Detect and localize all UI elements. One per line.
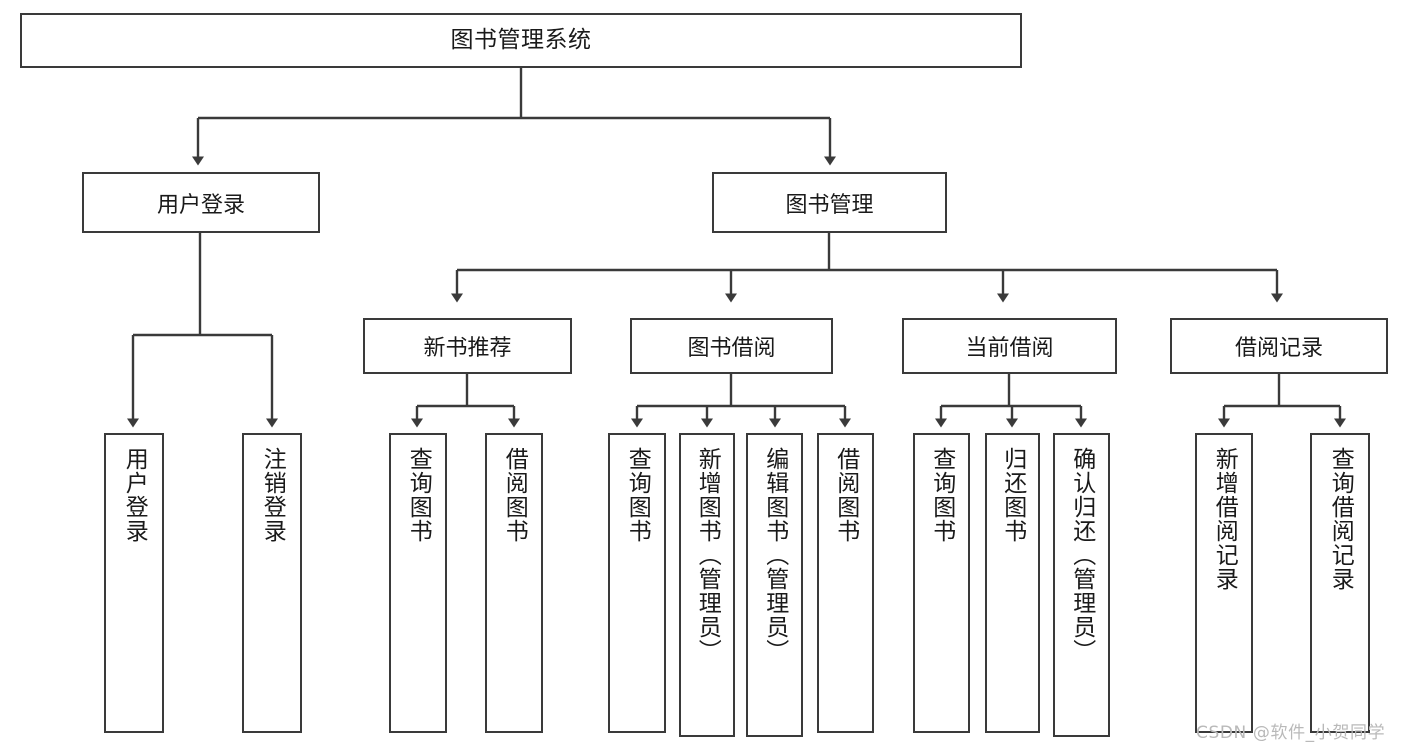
leaf-recommend-borrow-book[interactable]: 借阅图书 [485,433,543,733]
watermark-text: CSDN @软件_小贺同学 [1196,723,1386,743]
leaf-label: 查询图书 [624,447,651,543]
leaf-label: 查询借阅记录 [1327,447,1354,591]
leaf-label: 借阅图书 [832,447,859,543]
node-book-management[interactable]: 图书管理 [712,172,947,233]
node-new-book-recommend-label: 新书推荐 [423,336,512,361]
node-user-login-label: 用户登录 [156,192,245,218]
leaf-label: 查询图书 [405,447,432,543]
leaf-label: 归还图书 [999,447,1026,543]
leaf-label: 注销登录 [259,447,286,543]
node-book-management-label: 图书管理 [785,192,874,218]
leaf-user-login-logout[interactable]: 注销登录 [242,433,302,733]
leaf-label: 新增借阅记录 [1211,447,1238,591]
leaf-borrow-borrow-book[interactable]: 借阅图书 [817,433,874,733]
leaf-borrow-query-book[interactable]: 查询图书 [608,433,666,733]
node-user-login[interactable]: 用户登录 [82,172,320,233]
leaf-current-confirm-return-admin[interactable]: 确认归还（管理员） [1053,433,1110,737]
node-book-borrow[interactable]: 图书借阅 [630,318,833,374]
leaf-label: 新增图书（管理员） [694,447,721,663]
leaf-label: 用户登录 [121,447,148,543]
leaf-recommend-query-book[interactable]: 查询图书 [389,433,447,733]
leaf-record-query-record[interactable]: 查询借阅记录 [1310,433,1370,733]
node-current-borrow-label: 当前借阅 [965,336,1054,361]
leaf-current-return-book[interactable]: 归还图书 [985,433,1040,733]
node-borrow-record-label: 借阅记录 [1234,336,1323,361]
node-new-book-recommend[interactable]: 新书推荐 [363,318,572,374]
leaf-borrow-edit-book-admin[interactable]: 编辑图书（管理员） [746,433,803,737]
leaf-user-login-login[interactable]: 用户登录 [104,433,164,733]
leaf-label: 编辑图书（管理员） [761,447,788,663]
node-book-borrow-label: 图书借阅 [687,336,776,361]
node-root[interactable]: 图书管理系统 [20,13,1022,68]
leaf-record-add-record[interactable]: 新增借阅记录 [1195,433,1253,733]
leaf-label: 确认归还（管理员） [1068,447,1095,663]
node-root-label: 图书管理系统 [450,26,592,53]
leaf-label: 查询图书 [928,447,955,543]
node-borrow-record[interactable]: 借阅记录 [1170,318,1388,374]
node-current-borrow[interactable]: 当前借阅 [902,318,1117,374]
leaf-borrow-add-book-admin[interactable]: 新增图书（管理员） [679,433,735,737]
leaf-label: 借阅图书 [501,447,528,543]
leaf-current-query-book[interactable]: 查询图书 [913,433,970,733]
